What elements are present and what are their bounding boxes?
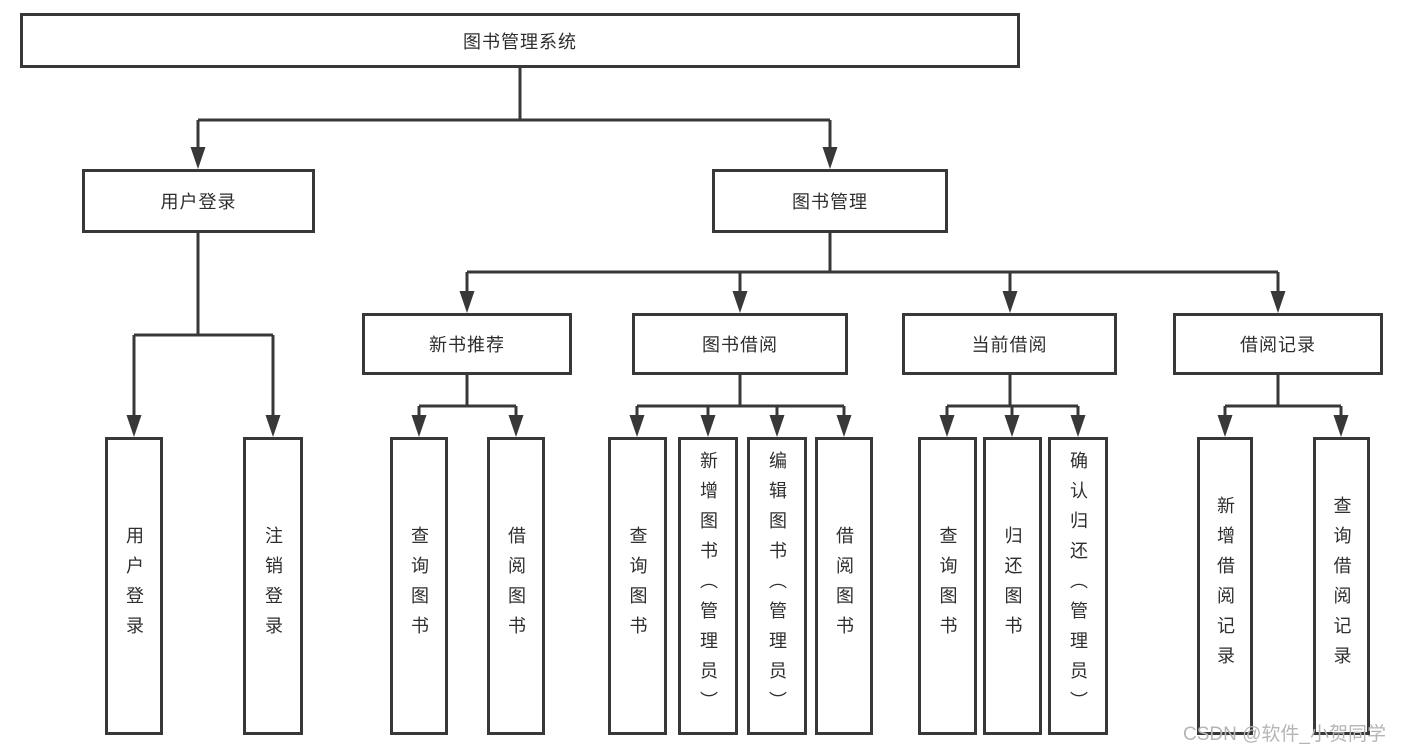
arrowhead-icon [732,291,748,313]
arrowhead-icon [1333,415,1349,437]
leaf-query-books-borrow: 查询图书 [608,437,667,735]
leaf-user-login: 用户登录 [105,437,163,735]
connector-book-borrow-to-leaves [629,375,852,437]
leaf-query-books-recommend: 查询图书 [390,437,448,735]
leaf-logout: 注销登录 [243,437,303,735]
arrowhead-icon [769,415,785,437]
arrowhead-icon [1217,415,1233,437]
arrowhead-icon [1004,415,1020,437]
arrowhead-icon [836,415,852,437]
node-book-borrow: 图书借阅 [632,313,848,375]
node-new-book-recommendation: 新书推荐 [362,313,572,375]
arrowhead-icon [1070,415,1086,437]
arrowhead-icon [459,291,475,313]
leaf-add-book-admin: 新增图书（管理员） [678,437,738,735]
leaf-confirm-return-admin: 确认归还（管理员） [1048,437,1108,735]
arrowhead-icon [822,147,838,169]
connector-borrow-records-to-leaves [1217,375,1349,437]
arrowhead-icon [265,415,281,437]
arrowhead-icon [700,415,716,437]
connector-book-management-to-level3 [459,233,1286,313]
leaf-query-borrow-record: 查询借阅记录 [1313,437,1370,735]
arrowhead-icon [190,147,206,169]
arrowhead-icon [411,415,427,437]
connector-root-to-level2 [190,68,838,169]
leaf-borrow-books: 借阅图书 [815,437,873,735]
leaf-borrow-books-recommend: 借阅图书 [487,437,545,735]
arrowhead-icon [126,415,142,437]
leaf-edit-book-admin: 编辑图书（管理员） [747,437,807,735]
node-borrow-records: 借阅记录 [1173,313,1383,375]
connector-current-borrow-to-leaves [939,375,1086,437]
csdn-watermark: CSDN @软件_小贺同学 [1183,724,1386,745]
connector-new-book-to-leaves [411,375,524,437]
leaf-return-books: 归还图书 [983,437,1042,735]
arrowhead-icon [1270,291,1286,313]
arrowhead-icon [1002,291,1018,313]
node-user-login: 用户登录 [82,169,315,233]
arrowhead-icon [939,415,955,437]
arrowhead-icon [629,415,645,437]
node-current-borrow: 当前借阅 [902,313,1117,375]
leaf-query-books-current: 查询图书 [918,437,977,735]
arrowhead-icon [508,415,524,437]
node-root: 图书管理系统 [20,13,1020,68]
leaf-add-borrow-record: 新增借阅记录 [1197,437,1253,735]
node-book-management: 图书管理 [712,169,948,233]
connector-user-login-to-leaves [126,233,281,437]
